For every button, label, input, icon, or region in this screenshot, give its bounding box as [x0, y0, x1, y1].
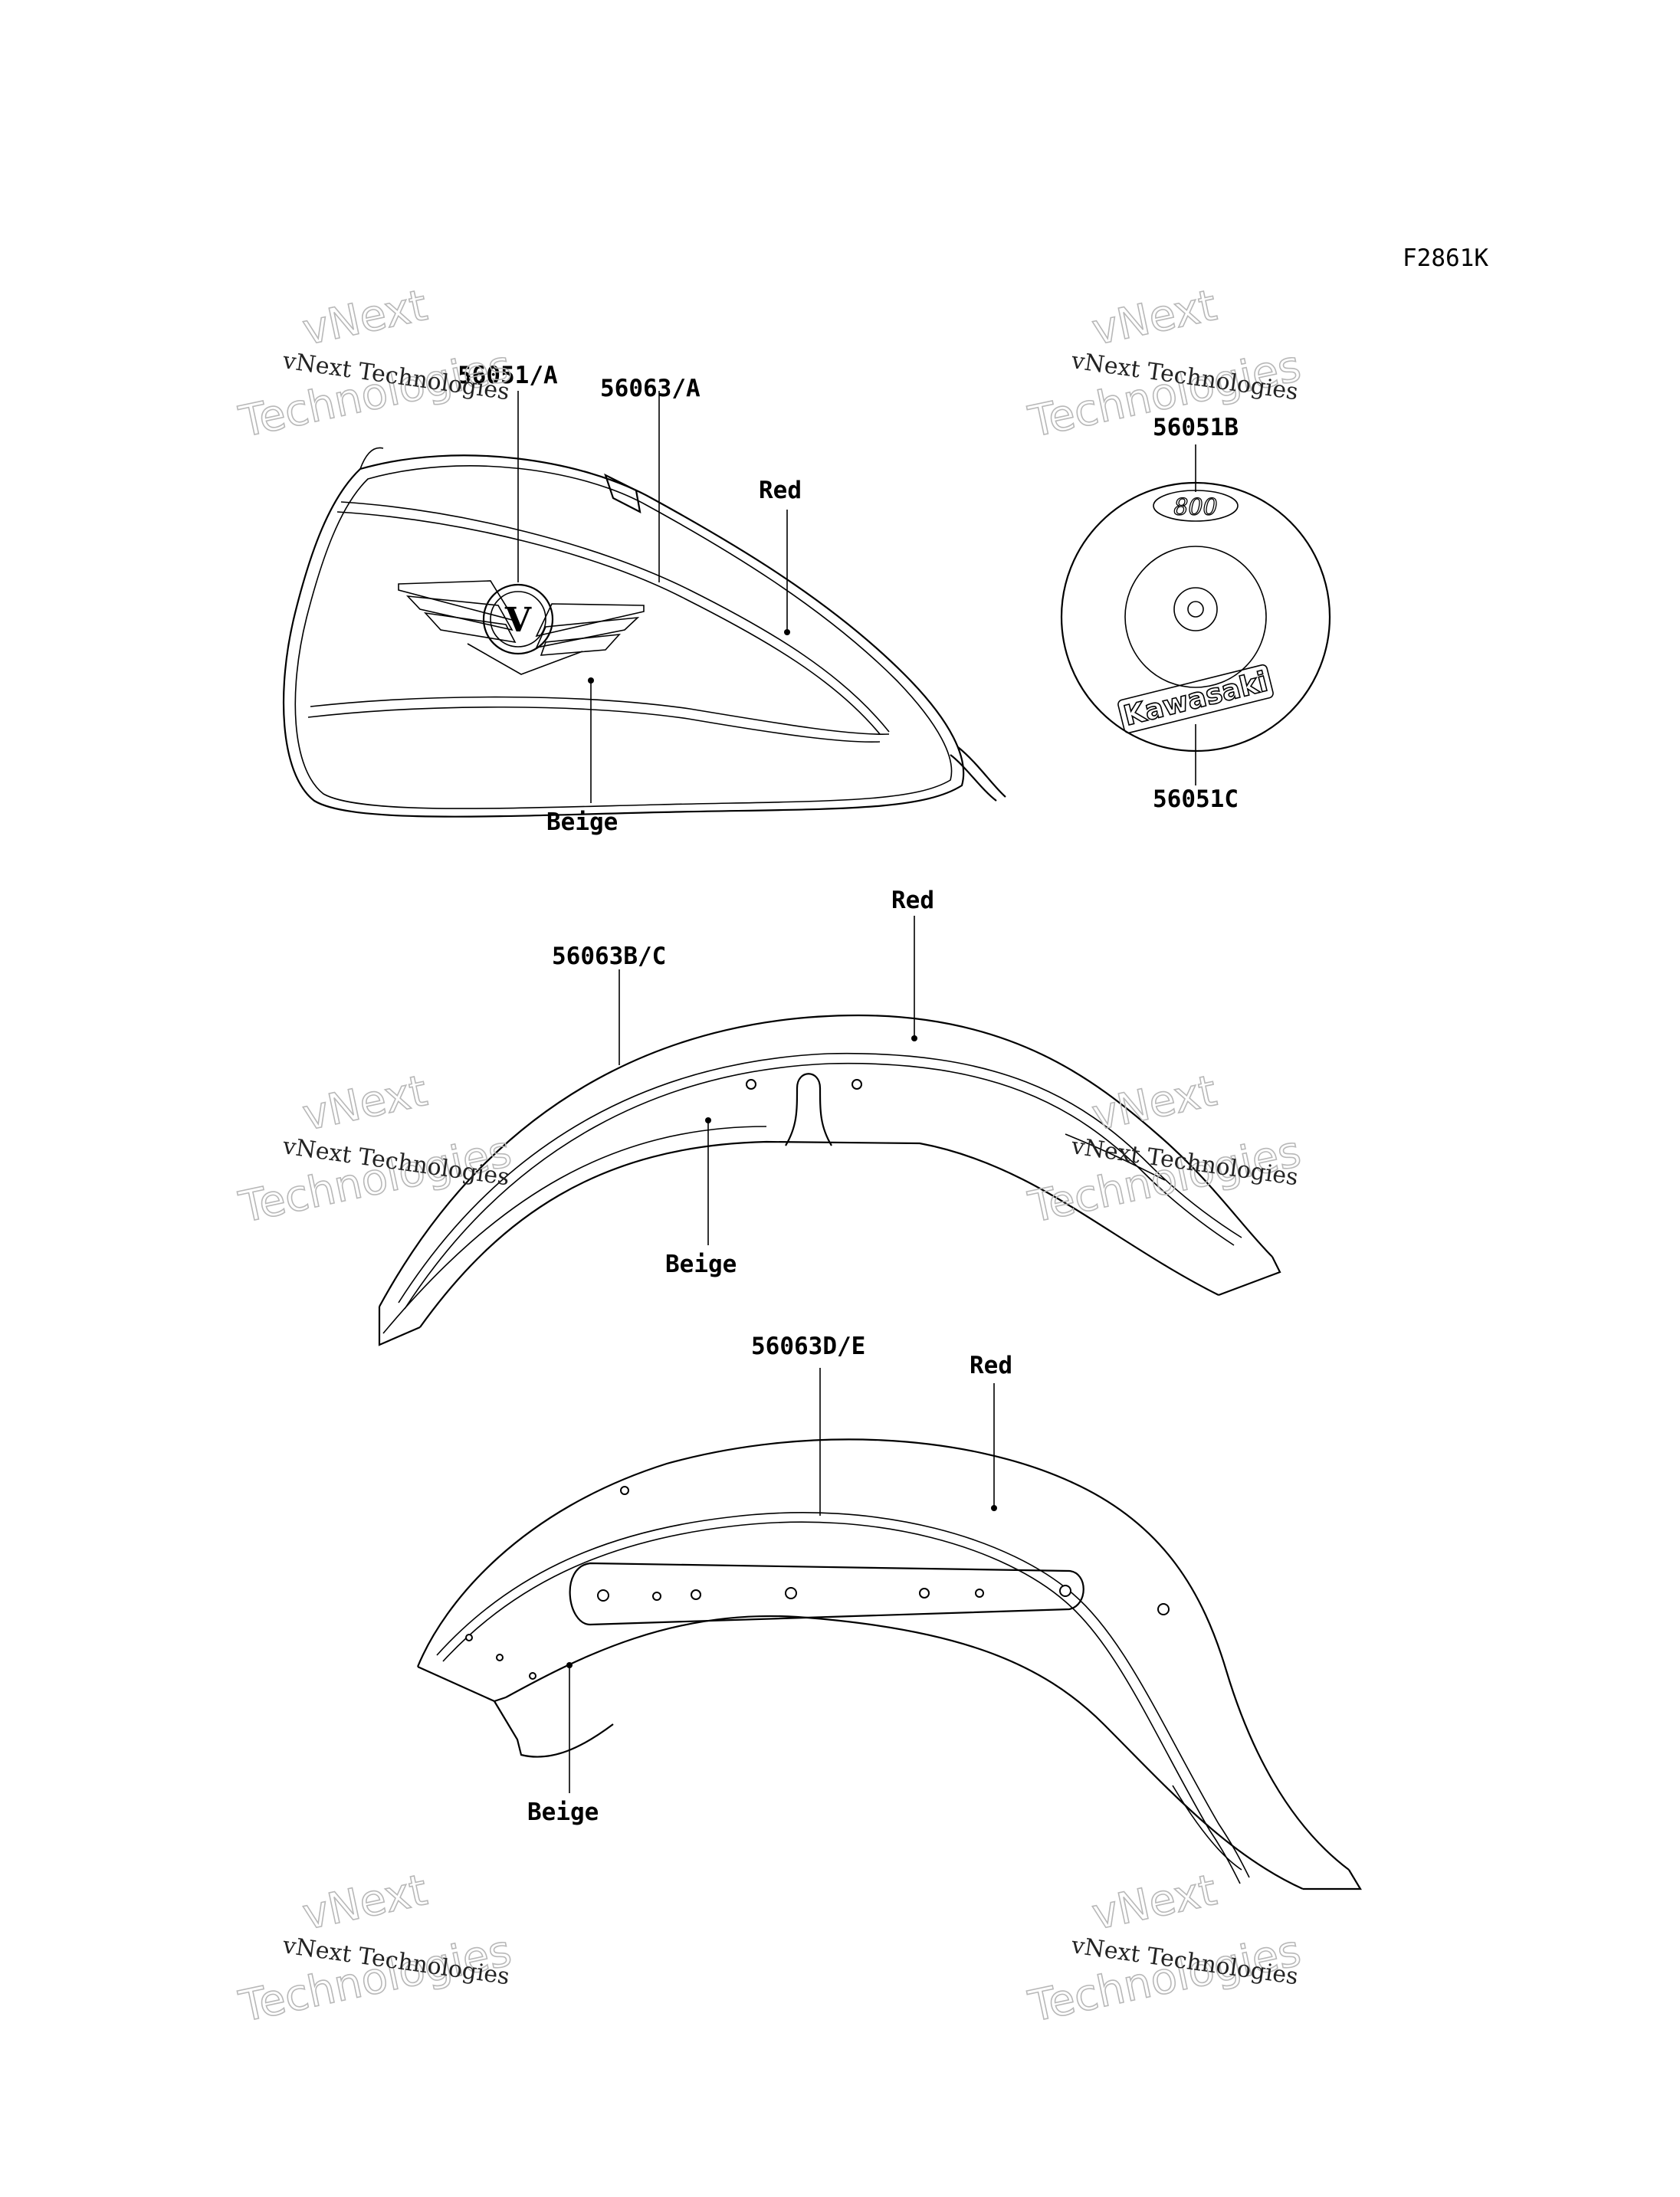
figure-code: F2861K — [1403, 244, 1488, 272]
badge-800: 800 — [1153, 490, 1239, 522]
label-front-beige: Beige — [665, 1251, 737, 1278]
label-56063A: 56063/A — [600, 375, 701, 402]
label-56063DE: 56063D/E — [751, 1333, 865, 1360]
label-56051C: 56051C — [1153, 785, 1239, 813]
svg-text:vNext: vNext — [1088, 1865, 1221, 1940]
label-rear-beige: Beige — [527, 1799, 599, 1826]
svg-text:vNext: vNext — [298, 1865, 431, 1940]
badge-800-text: 800 — [1173, 494, 1217, 521]
label-56051A: 56051/A — [458, 362, 558, 389]
fuel-tank: V 56051/A 56063/A Red Beige — [282, 362, 1006, 836]
tank-emblem: V — [398, 580, 645, 675]
svg-text:vNext: vNext — [298, 280, 431, 356]
label-56063BC: 56063B/C — [552, 943, 666, 970]
emblem-letter: V — [504, 601, 532, 640]
badge-kawasaki: Kawasaki — [1117, 664, 1274, 734]
label-56051B: 56051B — [1153, 414, 1239, 441]
watermark-bottom-left: vNext Technologies vNext Technologies — [235, 1864, 517, 2032]
side-cover: 800 Kawasaki 56051B 56051C — [1060, 414, 1331, 813]
watermark-top-left: vNext Technologies vNext Technologies — [235, 280, 517, 448]
svg-text:vNext: vNext — [1088, 1066, 1221, 1141]
svg-text:vNext: vNext — [1088, 280, 1221, 356]
watermark-mid-right: vNext Technologies vNext Technologies — [1024, 1065, 1306, 1233]
rear-fender: 56063D/E Red Beige — [416, 1333, 1362, 1890]
watermark-bottom-right: vNext Technologies vNext Technologies — [1024, 1864, 1306, 2032]
badge-kawasaki-text: Kawasaki — [1121, 666, 1271, 732]
label-rear-red: Red — [970, 1352, 1012, 1379]
front-fender: 56063B/C Red Beige — [378, 887, 1281, 1346]
svg-text:vNext: vNext — [298, 1066, 431, 1141]
label-front-red: Red — [891, 887, 934, 914]
label-tank-beige: Beige — [546, 808, 618, 836]
label-tank-red: Red — [759, 477, 802, 504]
